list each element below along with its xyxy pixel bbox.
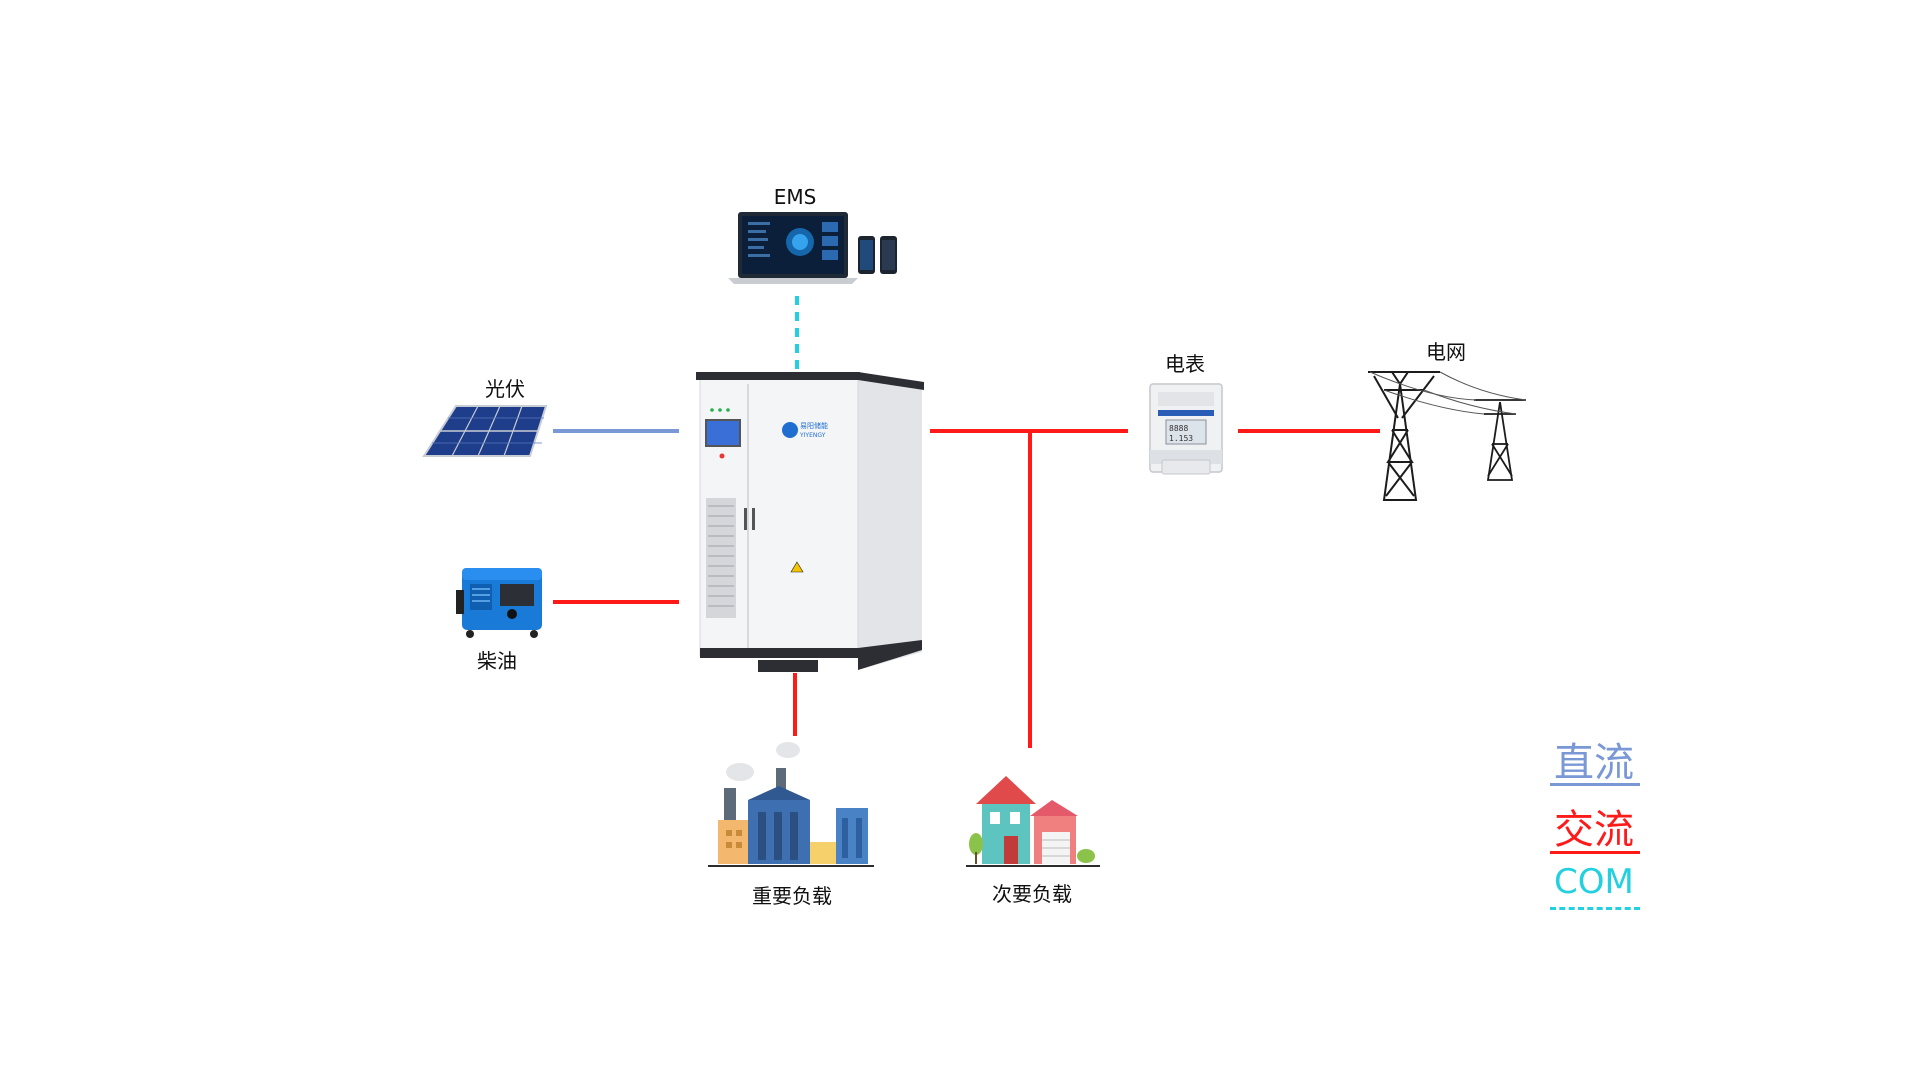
house-icon xyxy=(966,776,1100,867)
power-wires xyxy=(1369,371,1527,415)
meter-label: 电表 xyxy=(1165,352,1205,376)
diesel-label: 柴油 xyxy=(477,649,517,673)
power-tower-small-icon xyxy=(1474,399,1526,481)
power-tower-icon xyxy=(1368,371,1440,501)
legend-ac-line xyxy=(1550,851,1640,854)
secondary-load-label: 次要负载 xyxy=(992,882,1072,906)
cabinet-brand-cn: 易阳储能 xyxy=(800,421,828,430)
pv-label: 光伏 xyxy=(485,377,525,401)
grid-label: 电网 xyxy=(1426,340,1466,364)
solar-panel-icon xyxy=(422,405,548,457)
legend-com-line xyxy=(1550,907,1640,910)
legend-com-label: COM xyxy=(1554,862,1634,902)
ems-phone-icon xyxy=(858,236,897,274)
critical-load-label: 重要负载 xyxy=(752,884,832,908)
legend-ac-label: 交流 xyxy=(1554,807,1634,853)
ems-laptop-icon xyxy=(728,212,858,284)
diesel-generator-icon xyxy=(456,568,542,638)
cabinet-brand-en: YIYENGY xyxy=(799,432,826,439)
legend-dc-line xyxy=(1550,783,1640,786)
factory-icon xyxy=(708,742,874,867)
storage-cabinet-icon: 易阳储能 YIYENGY xyxy=(696,372,924,672)
ems-label: EMS xyxy=(773,185,817,209)
legend-dc-label: 直流 xyxy=(1554,740,1634,786)
cabinet-vent xyxy=(706,498,736,618)
